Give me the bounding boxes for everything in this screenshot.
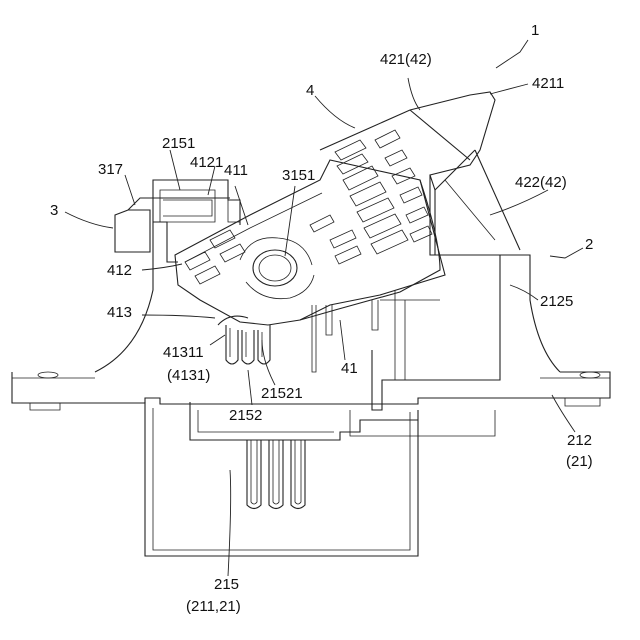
label-212: 212	[567, 433, 592, 449]
label-211-21: (211,21)	[186, 599, 241, 615]
label-2152: 2152	[229, 408, 262, 424]
spring-contacts-41311	[226, 325, 270, 364]
label-2125: 2125	[540, 294, 573, 310]
lower-housing-215	[145, 402, 418, 556]
label-4121: 4121	[190, 155, 223, 171]
label-411: 411	[224, 163, 248, 179]
label-41: 41	[341, 361, 358, 377]
label-412: 412	[107, 263, 132, 279]
label-4131: (4131)	[167, 368, 210, 384]
label-4: 4	[306, 83, 314, 99]
label-413: 413	[107, 305, 132, 321]
label-3: 3	[50, 203, 58, 219]
label-3151: 3151	[282, 168, 315, 184]
label-4211: 4211	[532, 76, 564, 92]
label-215: 215	[214, 577, 239, 593]
upper-cover-42	[300, 92, 495, 320]
label-421: 421(42)	[380, 52, 432, 68]
label-422: 422(42)	[515, 175, 567, 191]
label-21: (21)	[566, 454, 593, 470]
label-1: 1	[531, 23, 539, 39]
label-21521: 21521	[261, 386, 303, 402]
label-2: 2	[585, 237, 593, 253]
label-317: 317	[98, 162, 123, 178]
flange-plate	[12, 372, 610, 410]
rib-blocks	[310, 130, 432, 264]
label-41311: 41311	[163, 345, 204, 361]
label-2151: 2151	[162, 136, 195, 152]
lower-terminals	[247, 440, 305, 509]
